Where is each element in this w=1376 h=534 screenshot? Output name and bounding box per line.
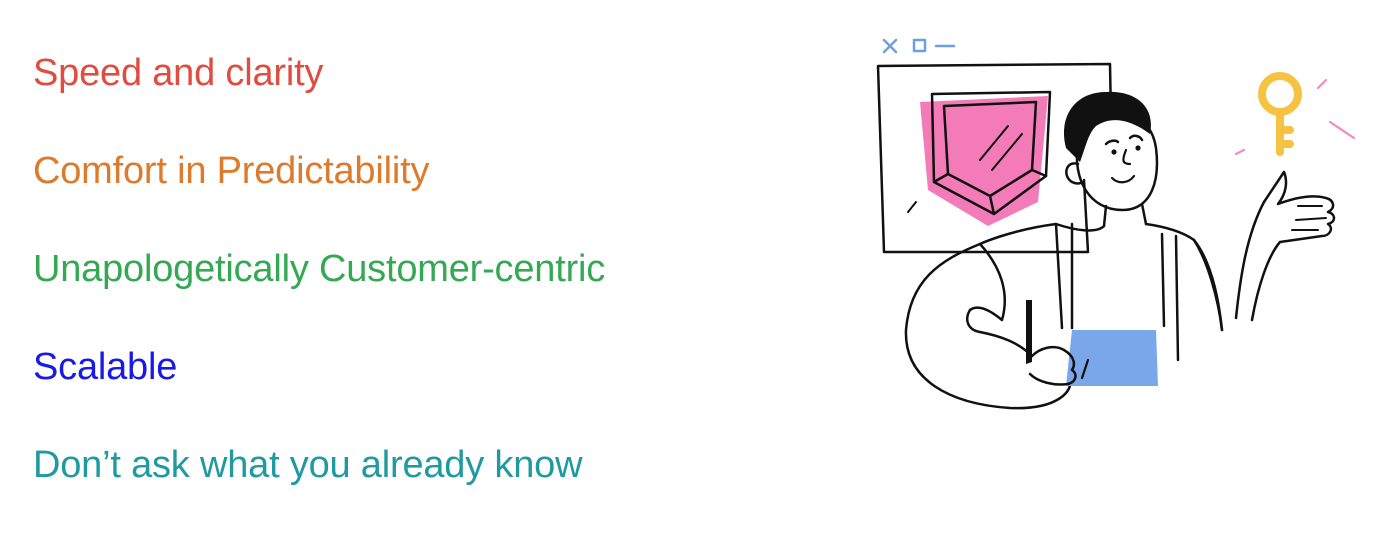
person-left-hand — [1028, 345, 1077, 386]
window-maximize-icon — [912, 38, 927, 53]
principle-customer-centric: Unapologetically Customer-centric — [33, 248, 606, 290]
key-icon — [1258, 72, 1302, 156]
window-close-icon — [882, 38, 898, 54]
principle-comfort-in-predictability: Comfort in Predictability — [33, 150, 430, 192]
shield-icon — [907, 90, 1052, 226]
principle-speed-and-clarity: Speed and clarity — [33, 52, 324, 94]
person-right-arm — [1192, 170, 1336, 332]
person-with-key-illustration — [876, 38, 1356, 410]
principles-list: Speed and clarity Comfort in Predictabil… — [33, 48, 605, 490]
person-head — [1063, 91, 1159, 228]
laptop — [1066, 330, 1158, 386]
principle-scalable: Scalable — [33, 346, 178, 388]
principle-dont-ask: Don’t ask what you already know — [33, 444, 583, 486]
sparkle-lines — [1234, 78, 1356, 156]
